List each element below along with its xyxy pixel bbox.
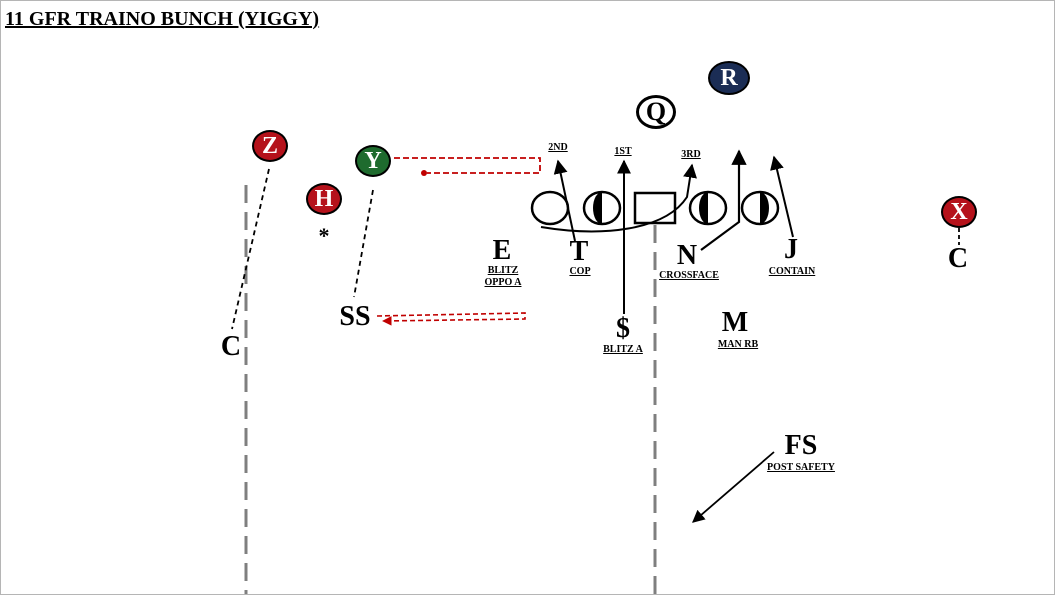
z-receiver-label: Z (261, 133, 278, 159)
z-receiver: Z (252, 130, 288, 162)
ss-coverage-line (353, 189, 374, 298)
h-receiver-label: H (314, 186, 334, 212)
x-receiver-label: X (950, 199, 968, 225)
h-marker: * (318, 223, 330, 248)
defender-dollar: $ (616, 313, 630, 344)
right-tackle (740, 190, 780, 226)
defender-j-note: CONTAIN (768, 266, 816, 277)
e-blitz-path (540, 163, 697, 233)
center-square (633, 191, 677, 225)
y-motion-dot (421, 170, 427, 176)
y-motion-path (394, 157, 541, 174)
n-crossface-path (700, 149, 747, 251)
quarterback-label: Q (645, 97, 667, 126)
defender-e-note-line2: OPPO A (484, 277, 522, 288)
defender-e: E (492, 235, 512, 266)
defender-e-note-line1: BLITZ (487, 265, 519, 276)
fs-post-path (692, 451, 775, 523)
right-guard (688, 190, 728, 226)
j-contain-path (770, 155, 794, 238)
x-receiver: X (941, 196, 977, 228)
gap-label-first: 1ST (614, 146, 632, 157)
defender-j: J (784, 234, 798, 265)
defender-fs-note: POST SAFETY (767, 462, 835, 473)
h-receiver: H (306, 183, 342, 215)
defender-t: T (569, 236, 589, 267)
t-cop-path (553, 159, 576, 242)
defender-m-note: MAN RB (717, 339, 759, 350)
y-receiver-label: Y (364, 148, 382, 174)
quarterback: Q (636, 95, 676, 129)
defender-n: N (676, 240, 698, 271)
running-back: R (708, 61, 750, 95)
defender-t-note: COP (569, 266, 591, 277)
gap-label-third: 3RD (681, 149, 701, 160)
ss-rotation-path (376, 312, 526, 326)
c-left-coverage-line (231, 168, 270, 330)
defender-fs: FS (784, 430, 818, 461)
defender-c-left: C (220, 331, 242, 362)
defender-ss: SS (339, 301, 371, 332)
play-title: 11 GFR TRAINO BUNCH (YIGGY) (5, 8, 320, 30)
defender-e-note: BLITZ OPPO A (485, 265, 522, 289)
defender-c-right: C (947, 243, 969, 274)
y-receiver: Y (355, 145, 391, 177)
defender-n-note: CROSSFACE (659, 270, 719, 281)
defender-m: M (721, 307, 749, 338)
left-guard (582, 190, 622, 226)
gap-label-second: 2ND (548, 142, 568, 153)
defender-dollar-note: BLITZ A (603, 344, 643, 355)
left-tackle (530, 190, 570, 226)
running-back-label: R (720, 65, 738, 91)
